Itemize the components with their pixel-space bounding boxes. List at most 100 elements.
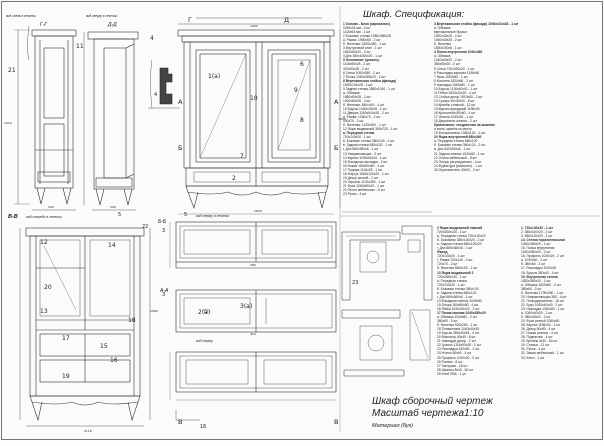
part-number: 9	[294, 87, 298, 94]
spec-line: б. Боковины 380х140х20 - 2 шт	[437, 238, 485, 243]
spec-line: 24 Фурнитура (комплект) - 1 шт	[434, 163, 483, 168]
spec-line: вертикальные бруски	[434, 30, 467, 35]
spec-line: г. Дно 680х360х6 - 1 шт	[437, 294, 473, 299]
spec-line: 10 Брусок 1116х40х40 - 1 шт	[434, 86, 478, 91]
spec-line: 1920х40х28 - 2 шт	[434, 34, 462, 39]
spec-line: а. Обвязка	[434, 26, 451, 31]
spec-line: 22 Уголок мебельный - 8 шт	[434, 155, 477, 160]
spec-line: 14 Фасадная панель 1040х60	[437, 298, 483, 303]
spec-line: 27 Заглушки - 16 шт	[437, 363, 468, 368]
dimension-value: 440	[48, 205, 54, 209]
part-number: 5	[118, 212, 121, 218]
spec-line: 15 Фасадная накладка - 2 шт	[343, 159, 388, 164]
part-number: 17	[62, 335, 70, 342]
spec-line: б. 380х60 - 2 шт	[521, 262, 546, 267]
spec-line: 23. Накладка 1060х80 - 1 шт	[521, 306, 565, 311]
spec-line: 3 Вертикальная стойка (фасада) 1940х104х…	[434, 22, 519, 26]
title-material: Материал (бук)	[372, 423, 414, 429]
spec-line: 1040х380х20 - 2 шт	[521, 250, 551, 255]
part-number: 18	[128, 317, 136, 324]
spec-line: в. Задняя стенка 680х120 - 1 шт	[343, 143, 393, 148]
part-number: 16	[110, 357, 118, 364]
spec-line: 8 Вертикальная стойка (фасада)	[343, 78, 397, 83]
drawing-labels: 214111(a)67891021213142015161718192(a)3(…	[4, 16, 358, 433]
spec-line: 15 Опора 180х80х80 - 4 шт	[437, 302, 479, 307]
spec-line: 17. Раскладка 1040х30	[521, 266, 557, 271]
dimension-value: 540	[110, 205, 116, 209]
spec-line: 25. Карниз 1196х34 - 1 шт	[521, 323, 561, 328]
spec-line: 16 Ножки 180х80х80 - 4 шт	[343, 163, 385, 168]
spec-line: 13 Сухарь 40х40х40 - 8 шт	[434, 98, 475, 103]
spec-line: 1800х200х8 - 1 шт	[434, 46, 462, 51]
view-side-gg	[14, 25, 77, 211]
spec-column-1: 1 Основа - Блок (карниз/низ)1196х34 мм -…	[343, 22, 427, 214]
spec-line: б. Боковые стенки 380х140 - 2 шт	[343, 139, 395, 144]
label-aa: А-А	[160, 288, 169, 294]
spec-line: 18 Поперечина 1040х40х28	[437, 327, 480, 332]
title-scale: Масштаб чертежа1:10	[372, 408, 484, 419]
section-mark: Г	[188, 16, 192, 24]
spec-line: а. Передняя стенка 680х120	[434, 139, 478, 144]
spec-line: 20 Фиксатор 40х40 - 8 шт	[437, 335, 476, 340]
spec-line: 9 Накладка 1060х80 - 1 шт	[434, 82, 475, 87]
spec-line: б. Филенка: 1120х400 - 1 шт	[343, 123, 386, 128]
spec-line: 5 Сетка 720х330х20 - 1 шт	[434, 66, 475, 71]
spec-line: 20. Направляющая 380 - 4 шт	[521, 294, 567, 299]
part-number: 10	[250, 95, 258, 102]
spec-line: 32. Замок мебельный - 1 шт	[521, 351, 564, 356]
section-mark: Д	[284, 16, 289, 24]
spec-line: 1. 720х140х20 - 1 шт	[521, 226, 554, 230]
spec-line: а. Обвязка 1040х60 - 2 шт	[437, 315, 477, 320]
spec-line: 26. Декор 80х80 - 4 шт	[521, 327, 556, 332]
dimension-value: 1950	[338, 117, 346, 121]
dimension-value: 1060	[250, 24, 258, 28]
label-side-view2: вид сверху в сечении	[86, 14, 118, 18]
spec-line: 22 Цоколь 1116х90х28 - 1 шт	[437, 343, 481, 348]
spec-line: 1 Рамка 720х140 - 2 шт	[437, 258, 473, 263]
spec-line: 1116х90х28 - 2 шт	[343, 62, 371, 67]
spec-line: а. Обвязка	[434, 54, 451, 59]
part-number: 20	[44, 284, 52, 291]
part-number: 15	[100, 343, 108, 350]
spec-line: 14 Карниз 1196х60х34 - 1 шт	[343, 155, 387, 160]
spec-line: 30. Стяжки - 12 шт	[521, 343, 550, 348]
view-side-dd	[83, 31, 139, 211]
section-mark: В	[178, 418, 182, 426]
spec-line: 8 Колонна 1820х60 - 2 шт	[434, 78, 474, 83]
spec-line: 2 Боковые стенки 1960х386х28	[343, 34, 391, 39]
spec-line: 29 Клей ПВА - 1 уп	[437, 371, 466, 376]
spec-line: 28. Подпятник - 4 шт	[521, 335, 553, 340]
view-front-main	[177, 17, 341, 215]
spec-line: 5 Основание (цоколь):	[343, 58, 380, 63]
spec-line: в. Дно 640х340х6 - 1 шт	[434, 147, 471, 152]
spec-line: 16. Профиль 1040х20 - 2 шт	[521, 254, 565, 259]
part-number: 3(a)	[240, 303, 252, 310]
spec-line: 19 Декор резной - 2 шт	[343, 175, 379, 180]
part-number: 22	[142, 224, 148, 230]
detail-profile	[148, 59, 180, 109]
spec-line: в. Задняя стенка 680х120	[437, 290, 477, 295]
part-number: 1(a)	[208, 73, 220, 80]
spec-line: Примечание: соединения на шкантах	[434, 123, 495, 128]
spec-line: 1880х80х28 - 2 шт	[343, 94, 371, 99]
spec-line: 1040х60х20 - 2 шт	[434, 58, 462, 63]
label-dd: Д-Д	[108, 22, 117, 28]
spec-line: а. Обвязка:	[343, 90, 361, 95]
spec-line: б. Филенки	[434, 42, 451, 47]
label-vv: В-В	[8, 214, 18, 220]
spec-line: 6 Раскладка карниза 1196х60	[434, 70, 480, 75]
spec-line: Фасад	[437, 250, 448, 255]
spec-line: г. Дно 680х360х6 - 1 шт	[437, 246, 473, 251]
spec-line: а. Рамка: 1960х60 - 2 шт	[343, 38, 381, 43]
spec-line: а. Рамка: 1260х70 - 2 шт	[343, 115, 381, 120]
part-number: 7	[240, 153, 244, 160]
label-bb: Б-Б	[158, 219, 167, 225]
section-mark: Б	[178, 144, 182, 152]
spec-line: 22 Петли мебельные - 6 шт	[343, 187, 385, 192]
spec-line: г. Дно 680х360х6 - 1 шт	[343, 147, 379, 152]
spec-line: а. Передняя стенка	[343, 131, 375, 136]
spec-line: б. 380х40х20 - 2 шт	[521, 315, 551, 320]
spec-line: 1 Основа - Блок (карниз/низ)	[343, 22, 390, 26]
spec-line: 1000х80х28 - 3 шт	[343, 98, 371, 103]
